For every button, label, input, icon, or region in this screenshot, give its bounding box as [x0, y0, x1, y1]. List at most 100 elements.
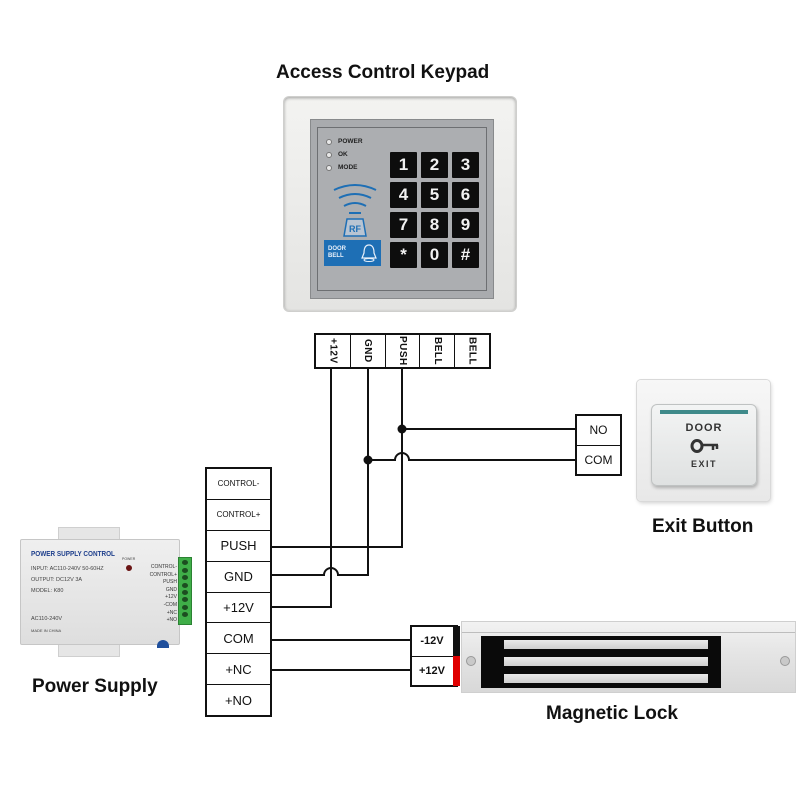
keypad-terminal-12v: +12V [316, 335, 351, 367]
psu-label-input: INPUT: AC110-240V 50-60HZ [31, 566, 104, 572]
key-3[interactable]: 3 [452, 152, 479, 178]
psu-side-label: GND [165, 586, 177, 593]
ps-terminal-control-plus: CONTROL+ [207, 500, 270, 531]
magnetic-lock-device [461, 621, 796, 693]
psu-label-model: MODEL: K80 [31, 588, 64, 594]
wire-12v [272, 369, 332, 608]
power-supply-title: Power Supply [32, 676, 158, 697]
led-mode: MODE [326, 164, 358, 171]
psu-label-voltage: AC110-240V [31, 616, 63, 622]
junction-gnd [363, 455, 373, 465]
exit-door-text: DOOR [685, 422, 723, 434]
exit-indicator-bar [660, 410, 748, 414]
polarity-marker-black [453, 626, 460, 657]
key-9[interactable]: 9 [452, 212, 479, 238]
terminal-label: +12V [419, 664, 445, 677]
led-ok: OK [326, 151, 348, 158]
wire-gnd-exit [368, 452, 575, 461]
key-hash[interactable]: # [452, 242, 479, 268]
keypad-terminal-bell-1: BELL [420, 335, 456, 367]
psu-label-title: POWER SUPPLY CONTROL [31, 549, 115, 558]
key-8[interactable]: 8 [421, 212, 448, 238]
key-5[interactable]: 5 [421, 182, 448, 208]
ps-terminal-gnd: GND [207, 562, 270, 593]
lock-terminal-block: -12V +12V [410, 625, 460, 687]
psu-side-label: +12V [165, 594, 177, 601]
led-label: OK [338, 151, 348, 158]
svg-text:RF: RF [349, 224, 361, 234]
exit-button-terminal-block: NO COM [575, 414, 622, 476]
ps-terminal-no: +NO [224, 692, 253, 708]
wire-push-ps [272, 369, 403, 548]
key-0[interactable]: 0 [421, 242, 448, 268]
terminal-label: -12V [420, 635, 444, 648]
rf-icon: RF [333, 184, 377, 237]
ps-terminal-push: PUSH [207, 531, 270, 562]
psu-side-label: +NC [166, 609, 177, 616]
ps-terminal-control-minus: CONTROL- [207, 469, 270, 500]
led-icon [326, 164, 332, 171]
psu-side-label: +NO [166, 617, 177, 624]
psu-power-led-label: POWER [122, 557, 136, 561]
psu-label-output: OUTPUT: DC12V 3A [31, 577, 83, 583]
psu-side-label: CONTROL+ [149, 571, 177, 578]
psu-label-made-in: MADE IN CHINA [31, 628, 62, 633]
key-1[interactable]: 1 [390, 152, 417, 178]
psu-screw-terminal [178, 557, 192, 625]
keypad-terminal-gnd: GND [351, 335, 386, 367]
terminal-label: +12V [327, 338, 339, 364]
led-icon [326, 151, 332, 158]
key-6[interactable]: 6 [452, 182, 479, 208]
polarity-marker-red [453, 655, 460, 686]
keypad-title: Access Control Keypad [276, 62, 490, 83]
lock-edge-line [462, 632, 795, 633]
exit-terminal-no: NO [577, 416, 620, 446]
doorbell-label: DOOR [328, 246, 346, 252]
psu-side-labels: CONTROL- CONTROL+ PUSH GND +12V -COM +NC… [149, 564, 177, 625]
exit-terminal-com: COM [584, 452, 613, 467]
terminal-label: GND [362, 339, 374, 363]
psu-side-label: -COM [163, 601, 177, 608]
key-star[interactable]: * [390, 242, 417, 268]
power-supply-device: POWER SUPPLY CONTROL INPUT: AC110-240V 5… [20, 527, 192, 657]
psu-side-label: PUSH [163, 579, 177, 586]
keypad-terminal-bell-2: BELL [455, 335, 489, 367]
led-power: POWER [326, 138, 363, 145]
ps-terminal-nc: +NC [207, 654, 270, 686]
terminal-label: PUSH [396, 336, 408, 366]
electromagnet-core [481, 636, 721, 688]
keypad-terminal-push: PUSH [386, 335, 421, 367]
led-label: POWER [338, 138, 363, 145]
screw-icon [780, 656, 790, 666]
exit-button-device: DOOR EXIT [637, 380, 770, 501]
ps-terminal-com: COM [207, 623, 270, 655]
lock-terminal-plus-12v: +12V [412, 655, 460, 686]
core-strip [504, 657, 708, 666]
screw-icon [466, 656, 476, 666]
psu-side-label: CONTROL- [150, 564, 177, 570]
key-2[interactable]: 2 [421, 152, 448, 178]
wire-gnd-ps [272, 369, 369, 576]
ps-terminal-12v: +12V [207, 593, 270, 624]
led-icon [326, 138, 332, 145]
junction-push [397, 424, 407, 434]
key-7[interactable]: 7 [390, 212, 417, 238]
keypad-terminal-block: +12V GND PUSH BELL BELL [314, 333, 491, 369]
key-icon [690, 439, 719, 453]
core-strip [504, 674, 708, 683]
exit-button-title: Exit Button [652, 516, 754, 537]
magnetic-lock-title: Magnetic Lock [546, 703, 678, 724]
exit-push-button[interactable]: DOOR EXIT [651, 404, 757, 486]
power-led-icon [126, 565, 132, 571]
power-supply-terminal-block: CONTROL- CONTROL+ PUSH GND +12V COM +NC … [205, 467, 272, 717]
brand-logo-icon [157, 640, 169, 648]
exit-exit-text: EXIT [690, 459, 717, 469]
lock-terminal-minus-12v: -12V [412, 626, 460, 657]
key-4[interactable]: 4 [390, 182, 417, 208]
core-strip [504, 640, 708, 649]
bell-icon [361, 244, 377, 262]
